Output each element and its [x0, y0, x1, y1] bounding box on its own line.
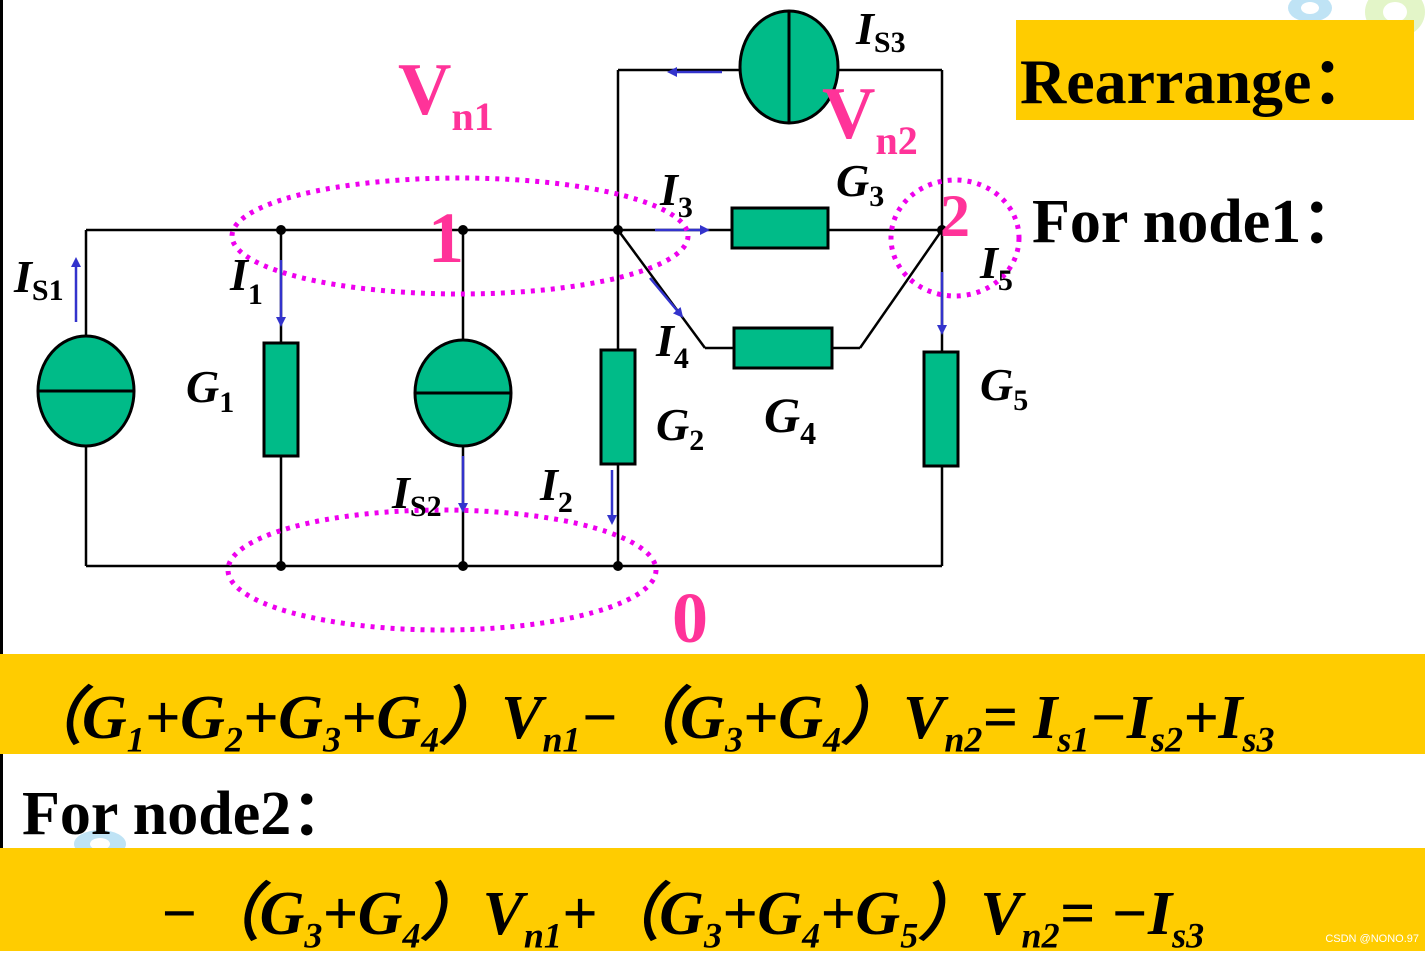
label-g3: G3: [836, 155, 884, 213]
node1-caption: For node1：: [1032, 188, 1364, 256]
equation-node2: −（G3+G4）Vn1+（G3+G4+G5）Vn2= −Is3: [160, 880, 1205, 956]
junction-dots: [276, 225, 947, 571]
label-g1: G1: [186, 361, 234, 419]
label-is1: IS1: [13, 251, 64, 307]
label-g5: G5: [980, 359, 1028, 417]
component-labels: IS1 I1 G1 IS2 I2 G2 I3 G3 I4 G4 I5 G5 IS…: [13, 3, 1028, 523]
label-node-0: 0: [672, 578, 708, 658]
circuit-wires: [84, 68, 944, 568]
label-i1: I1: [229, 249, 263, 311]
label-node-1: 1: [428, 198, 464, 278]
resistor-g3: [730, 206, 830, 250]
resistor-g2: [599, 348, 637, 466]
slide-left-border: [0, 0, 3, 951]
label-i2: I2: [539, 459, 573, 519]
heading-highlight-box: [1016, 20, 1414, 120]
label-is3: IS3: [855, 3, 906, 59]
resistor-g4: [732, 326, 834, 370]
equation-node1: （G1+G2+G3+G4）Vn1−（G3+G4）Vn2= Is1−Is2+Is3: [20, 684, 1275, 760]
resistor-g5: [922, 350, 960, 468]
label-g2: G2: [656, 399, 704, 457]
node2-ring: [888, 177, 1022, 299]
equation-1-highlight-band: [0, 654, 1425, 754]
label-node-2: 2: [940, 183, 970, 249]
watermark: CSDN @NONO.97: [1325, 933, 1419, 945]
label-g4: G4: [764, 387, 816, 451]
label-i4: I4: [655, 315, 689, 375]
resistors: [262, 206, 960, 468]
node1-ring: [229, 175, 691, 297]
label-vn2: Vn2: [822, 73, 918, 163]
current-arrows: [71, 67, 947, 525]
arrow-i4-icon: [649, 277, 684, 318]
resistor-g1: [262, 341, 300, 458]
node-labels: Vn1 Vn2 1 2 0: [398, 49, 970, 658]
label-i5: I5: [979, 237, 1013, 297]
heading-rearrange: Rearrange：: [1020, 46, 1376, 117]
node2-caption: For node2：: [22, 780, 354, 848]
equation-2-highlight-band: [0, 848, 1425, 951]
current-sources: [36, 9, 840, 448]
label-i3: I3: [659, 164, 693, 224]
label-is2: IS2: [391, 467, 442, 523]
ground-node-ring: [225, 507, 659, 633]
node-rings: [225, 175, 1022, 633]
label-vn1: Vn1: [398, 49, 494, 139]
